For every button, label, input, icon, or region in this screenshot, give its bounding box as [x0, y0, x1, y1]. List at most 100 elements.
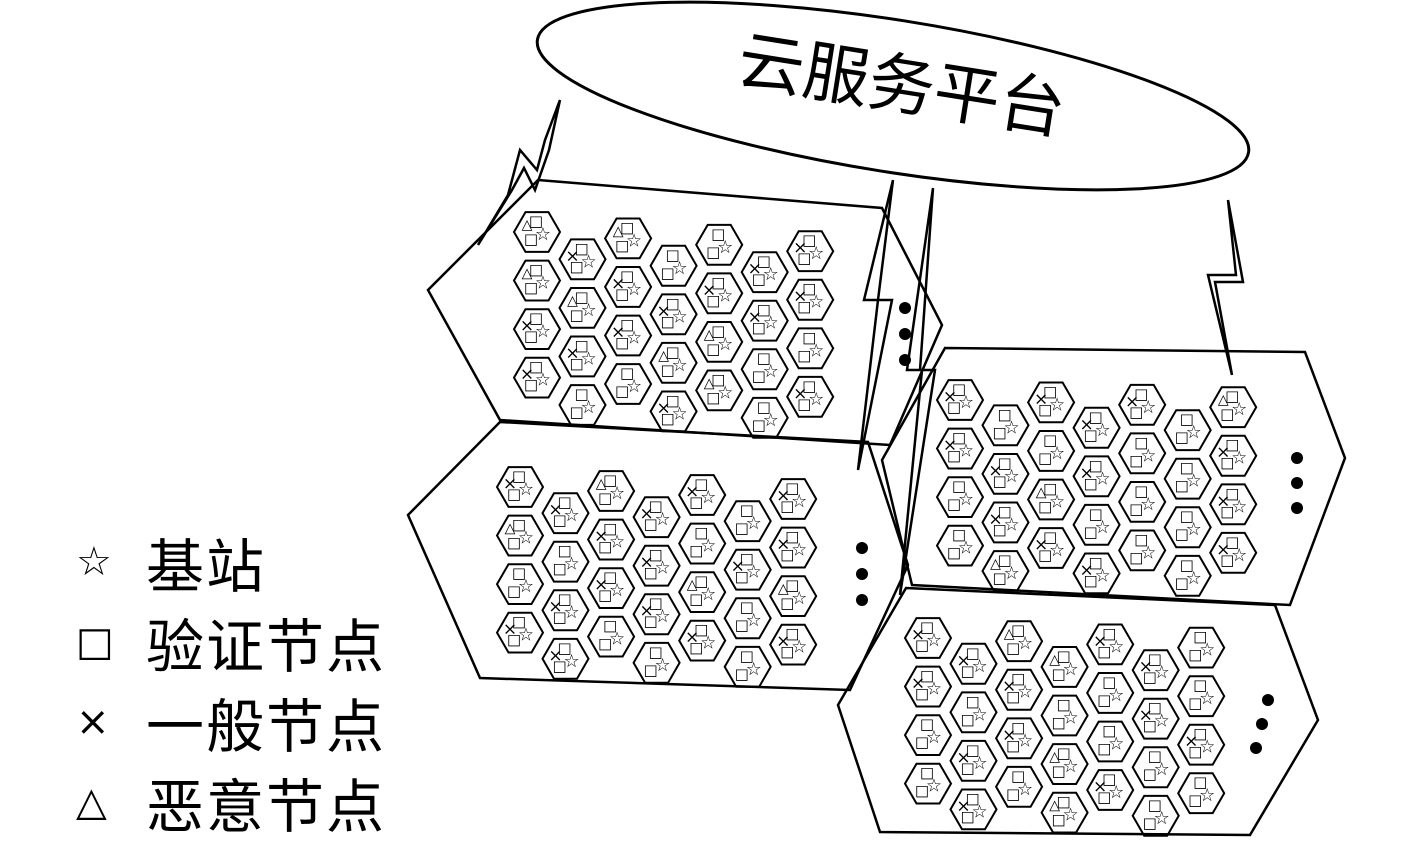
star-icon: ☆ — [672, 258, 688, 279]
square-icon: □ — [797, 346, 811, 364]
square-icon: □ — [507, 631, 521, 649]
square-icon: □ — [694, 475, 708, 493]
cross-icon: × — [1139, 706, 1153, 726]
square-icon: □ — [1180, 556, 1194, 574]
square-icon: □ — [1057, 744, 1071, 762]
hex-cell-clusters: ☆□□△☆□□△☆□□×☆□□×☆□□×☆□□△☆□□×☆□□☆□□△☆□□×☆… — [495, 211, 1258, 837]
cross-icon: × — [1034, 389, 1048, 409]
square-icon: □ — [706, 291, 720, 309]
star-icon: ☆ — [763, 410, 779, 431]
hex-cell — [512, 211, 562, 253]
square-icon: □ — [952, 429, 966, 447]
star-icon: ☆ — [1199, 737, 1215, 758]
hex-cell — [1086, 769, 1135, 811]
square-icon: □ — [1220, 454, 1234, 472]
hex-cell — [649, 390, 698, 433]
square-icon: □ — [694, 572, 708, 590]
square-icon: □ — [1011, 621, 1025, 639]
square-icon: □ — [512, 564, 526, 582]
star-icon: ☆ — [1003, 514, 1019, 535]
square-icon: □ — [757, 301, 771, 319]
hex-cell — [512, 356, 562, 399]
star-icon: ☆ — [518, 479, 534, 500]
square-icon: □ — [615, 236, 629, 254]
hex-cell — [695, 223, 744, 266]
hex-cell — [603, 217, 653, 260]
square-icon: □ — [1038, 546, 1052, 564]
ellipsis-dots-top — [899, 302, 911, 366]
square-icon: □ — [644, 612, 658, 630]
square-icon: □ — [735, 665, 749, 683]
square-icon: □ — [552, 657, 566, 675]
hex-cell — [558, 287, 607, 329]
square-icon: □ — [1148, 747, 1162, 765]
square-icon: □ — [1084, 474, 1098, 492]
square-icon: □ — [757, 252, 771, 270]
square-icon: □ — [1097, 788, 1111, 806]
cross-icon: × — [956, 796, 970, 816]
square-icon: □ — [1089, 505, 1103, 523]
square-icon: □ — [1148, 650, 1162, 668]
hex-cell — [558, 238, 607, 281]
square-icon: □ — [569, 354, 583, 372]
star-icon: ☆ — [1017, 682, 1033, 703]
star-icon: ☆ — [958, 489, 974, 510]
hex-cell — [935, 524, 985, 567]
hex-cell — [994, 765, 1044, 808]
cross-icon: × — [1093, 777, 1107, 797]
square-icon: □ — [915, 782, 929, 800]
hex-cell — [994, 620, 1044, 663]
cross-icon: × — [548, 500, 562, 520]
cross-icon: × — [911, 625, 925, 645]
hex-cell — [935, 427, 985, 470]
square-icon: □ — [1102, 721, 1116, 739]
square-icon: □ — [615, 382, 629, 400]
star-icon: ☆ — [672, 403, 688, 424]
star-icon: ☆ — [746, 513, 762, 534]
square-icon: □ — [802, 231, 816, 249]
hex-cell — [786, 327, 835, 370]
cross-icon: × — [639, 601, 653, 621]
cross-icon: × — [503, 474, 517, 494]
square-icon: □ — [740, 501, 754, 519]
square-icon: □ — [965, 644, 979, 662]
square-icon: □ — [1220, 502, 1234, 520]
square-icon: □ — [780, 643, 794, 661]
square-icon: □ — [1102, 624, 1116, 642]
star-icon: ☆ — [717, 382, 733, 403]
star-icon: ☆ — [1231, 496, 1247, 517]
square-icon: □ — [992, 472, 1006, 490]
square-icon: □ — [552, 560, 566, 578]
star-icon: ☆ — [763, 361, 779, 382]
hex-cell — [1131, 794, 1180, 837]
star-icon: ☆ — [808, 389, 824, 410]
square-icon: □ — [512, 516, 526, 534]
ellipsis-dots-right — [1291, 452, 1303, 514]
star-icon: ☆ — [1154, 662, 1170, 683]
cross-icon: × — [520, 365, 534, 385]
star-icon: ☆ — [746, 562, 762, 583]
star-icon: ☆ — [535, 321, 551, 342]
cross-icon: × — [956, 748, 970, 768]
triangle-icon: △ — [687, 577, 698, 593]
square-icon: □ — [992, 423, 1006, 441]
star-icon: ☆ — [626, 327, 642, 348]
cross-icon: × — [748, 259, 762, 279]
square-icon: □ — [1102, 770, 1116, 788]
square-icon: □ — [965, 789, 979, 807]
cross-icon: × — [685, 482, 699, 502]
cross-icon: × — [988, 509, 1002, 529]
square-icon: □ — [1193, 628, 1207, 646]
hex-cell — [495, 611, 545, 654]
square-icon: □ — [649, 594, 663, 612]
star-icon: ☆ — [563, 602, 579, 623]
hex-cell — [981, 550, 1030, 592]
star-icon: ☆ — [626, 230, 642, 251]
hex-cell — [632, 641, 681, 684]
square-icon: □ — [666, 294, 680, 312]
star-icon: ☆ — [1231, 448, 1247, 469]
square-icon: □ — [960, 807, 974, 825]
square-icon: □ — [735, 519, 749, 537]
square-icon: □ — [1188, 694, 1202, 712]
hex-cell — [1209, 483, 1258, 526]
